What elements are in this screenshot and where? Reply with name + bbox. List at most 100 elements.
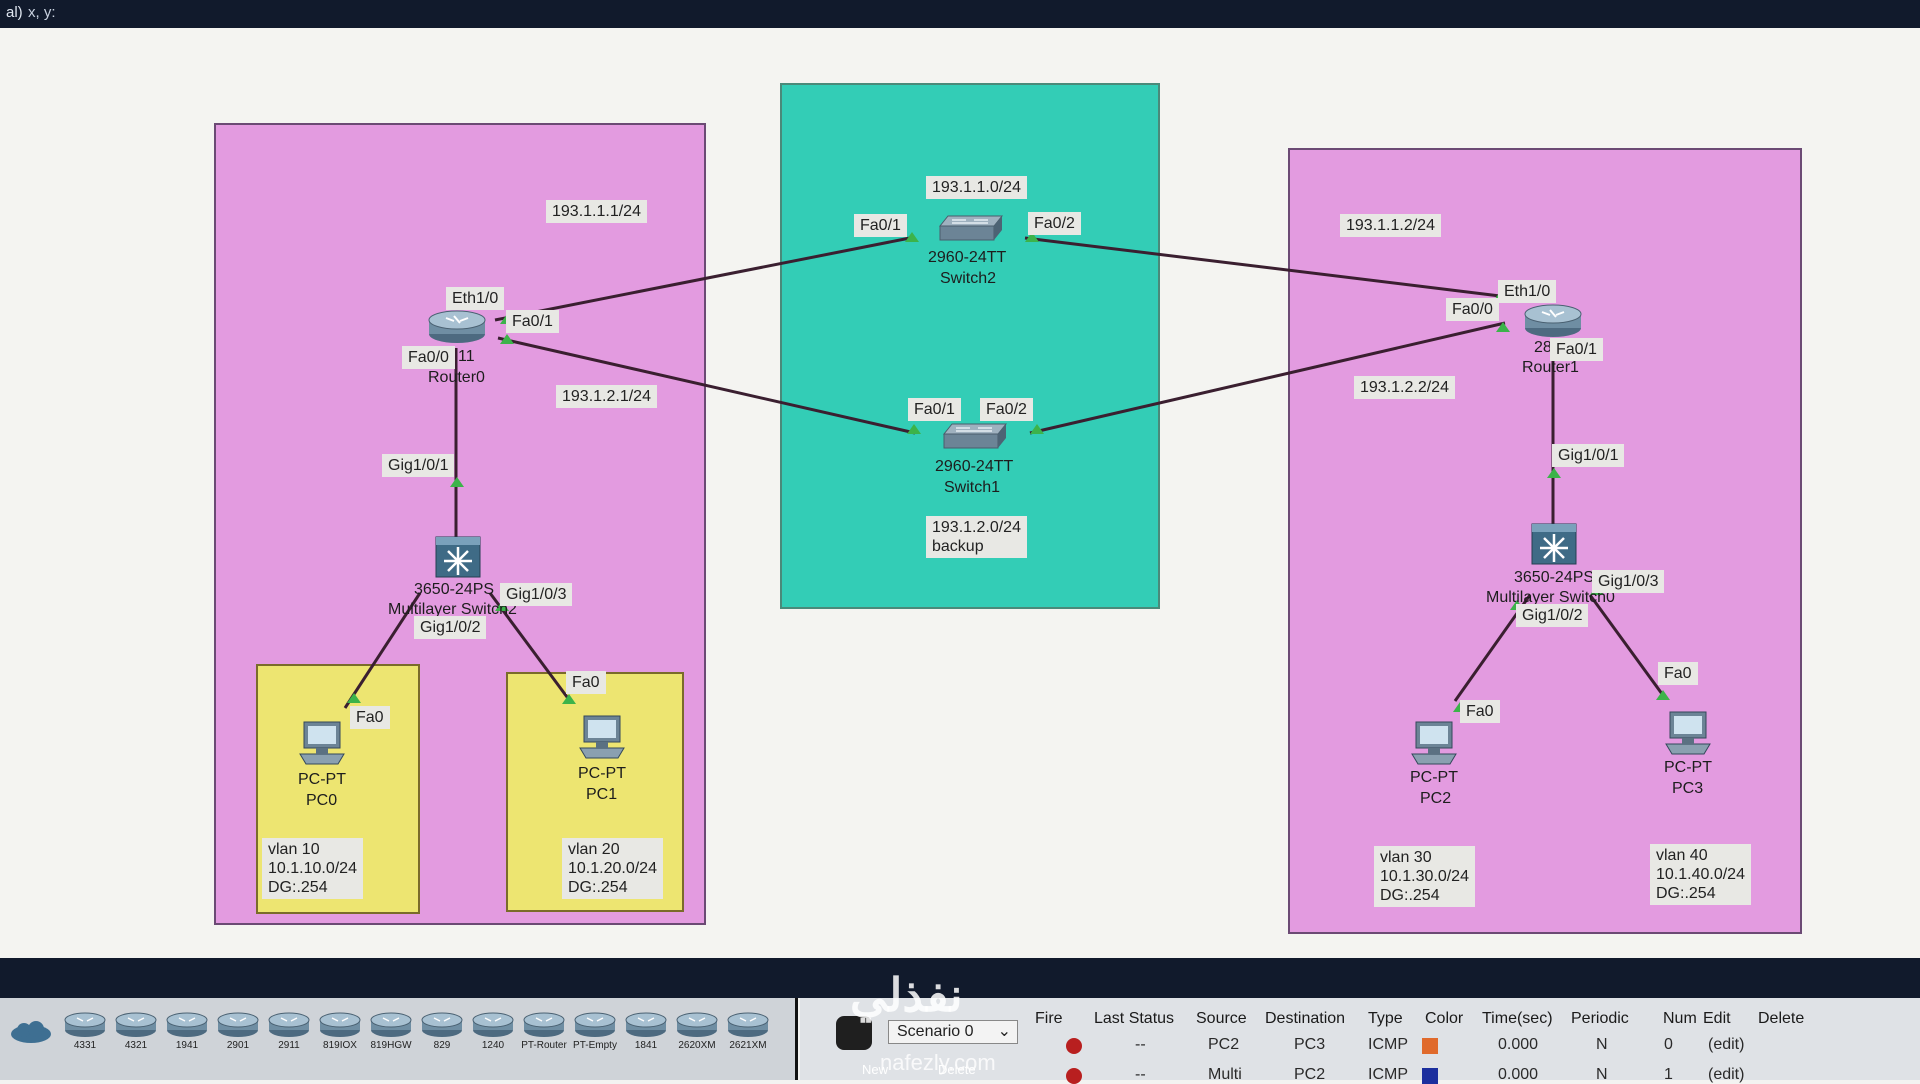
router-icon <box>421 1012 463 1037</box>
backup-note[interactable]: 193.1.2.0/24 backup <box>926 516 1027 558</box>
pdu-cell: 1 <box>1664 1066 1673 1083</box>
router-icon <box>217 1012 259 1037</box>
port-label: Gig1/0/1 <box>1552 444 1625 467</box>
delete-scenario-button[interactable]: Delete <box>938 1062 976 1077</box>
pdu-column-header[interactable]: Color <box>1425 1010 1464 1027</box>
coordinate-readout: x, y: <box>28 4 56 21</box>
router1-model: 28 <box>1534 339 1552 356</box>
pdu-column-header[interactable]: Last Status <box>1094 1010 1175 1027</box>
pdu-cell: PC2 <box>1294 1066 1326 1083</box>
router-icon[interactable] <box>428 308 486 344</box>
router-icon <box>625 1012 667 1037</box>
port-label: Fa0/2 <box>1028 212 1081 235</box>
vlan-note[interactable]: vlan 10 10.1.10.0/24 DG:.254 <box>262 838 363 899</box>
multilayer-switch-icon[interactable] <box>434 533 482 579</box>
pdu-column-header[interactable]: Source <box>1196 1010 1247 1027</box>
pdu-column-header[interactable]: Destination <box>1265 1010 1346 1027</box>
port-label: Gig1/0/3 <box>500 583 573 606</box>
vlan-note[interactable]: vlan 20 10.1.20.0/24 DG:.254 <box>562 838 663 899</box>
device-model-label: 2621XM <box>729 1040 767 1051</box>
pdu-cell: PC3 <box>1294 1036 1326 1053</box>
pdu-edit-link[interactable]: (edit) <box>1708 1036 1745 1053</box>
device-model-button[interactable]: 2911 <box>266 1010 312 1054</box>
port-label: Fa0/1 <box>854 214 907 237</box>
link-r0-sw1 <box>497 336 916 435</box>
device-model-button[interactable]: 1240 <box>470 1010 516 1054</box>
pc3-model: PC-PT <box>1664 759 1712 776</box>
link-status-icon <box>347 693 361 703</box>
device-model-button[interactable]: PT-Router <box>521 1010 567 1054</box>
link-ms0-pc0 <box>343 592 422 709</box>
switch-icon[interactable] <box>938 214 1004 244</box>
port-label: Eth1/0 <box>1498 280 1557 303</box>
device-model-button[interactable]: 2621XM <box>725 1010 771 1054</box>
pdu-color-swatch <box>1422 1038 1438 1054</box>
pc-icon[interactable] <box>1410 720 1458 766</box>
router0-model: 11 <box>458 348 475 365</box>
port-label: Gig1/0/3 <box>1592 570 1665 593</box>
device-model-button[interactable]: PT-Empty <box>572 1010 618 1054</box>
switch2-model: 2960-24TT <box>928 249 1007 266</box>
watermark-domain: nafezly.com <box>880 1050 996 1075</box>
cloud-icon[interactable] <box>8 1020 54 1044</box>
port-label: Gig1/0/1 <box>382 454 455 477</box>
device-model-label: PT-Router <box>521 1040 567 1051</box>
pdu-edit-link[interactable]: (edit) <box>1708 1066 1745 1083</box>
device-model-button[interactable]: 819HGW <box>368 1010 414 1054</box>
switch-icon[interactable] <box>942 422 1008 452</box>
network-label[interactable]: 193.1.2.1/24 <box>556 385 657 408</box>
network-label[interactable]: 193.1.1.1/24 <box>546 200 647 223</box>
router-icon <box>676 1012 718 1037</box>
realtime-toggle-button[interactable] <box>836 1016 872 1050</box>
device-model-button[interactable]: 829 <box>419 1010 465 1054</box>
device-model-button[interactable]: 819IOX <box>317 1010 363 1054</box>
device-model-button[interactable]: 2620XM <box>674 1010 720 1054</box>
router-icon <box>472 1012 514 1037</box>
pc-icon[interactable] <box>578 714 626 760</box>
router-icon <box>166 1012 208 1037</box>
link-sw1-r1 <box>1029 321 1506 435</box>
pc-icon[interactable] <box>298 720 346 766</box>
pdu-cell: ICMP <box>1368 1066 1408 1083</box>
pdu-column-header[interactable]: Edit <box>1703 1010 1731 1027</box>
new-scenario-button[interactable]: New <box>862 1062 889 1077</box>
pdu-cell: 0.000 <box>1498 1036 1539 1053</box>
pc-icon[interactable] <box>1664 710 1712 756</box>
device-model-label: 4331 <box>73 1040 97 1051</box>
fire-status-icon[interactable] <box>1066 1068 1082 1084</box>
router-icon[interactable] <box>1524 302 1582 338</box>
logical-workspace[interactable]: 11 Router0 28 Router1 2960-24TT Switch2 … <box>0 28 1920 977</box>
multilayer-switch-icon[interactable] <box>1530 520 1578 566</box>
router-icon <box>727 1012 769 1037</box>
pdu-column-header[interactable]: Fire <box>1035 1010 1063 1027</box>
device-model-button[interactable]: 1841 <box>623 1010 669 1054</box>
network-label[interactable]: 193.1.2.2/24 <box>1354 376 1455 399</box>
link-status-icon <box>495 601 509 611</box>
scenario-select[interactable]: Scenario 0 ⌄ <box>888 1020 1018 1044</box>
device-model-label: 819HGW <box>370 1040 412 1051</box>
pdu-column-header[interactable]: Periodic <box>1571 1010 1629 1027</box>
pdu-column-header[interactable]: Num <box>1663 1010 1697 1027</box>
device-model-label: PT-Empty <box>573 1040 617 1051</box>
top-status-bar: al) x, y: <box>0 0 1920 28</box>
device-model-button[interactable]: 4321 <box>113 1010 159 1054</box>
pdu-column-header[interactable]: Delete <box>1758 1010 1805 1027</box>
network-label[interactable]: 193.1.1.2/24 <box>1340 214 1441 237</box>
device-model-button[interactable]: 1941 <box>164 1010 210 1054</box>
network-label[interactable]: 193.1.1.0/24 <box>926 176 1027 199</box>
mode-indicator: al) <box>6 4 23 21</box>
port-label: Fa0/1 <box>908 398 961 421</box>
device-model-label: 829 <box>433 1040 451 1051</box>
mls1-name: Multilayer Switch0 <box>1486 589 1615 606</box>
device-type-bar <box>0 998 798 1080</box>
pdu-column-header[interactable]: Type <box>1368 1010 1403 1027</box>
fire-status-icon[interactable] <box>1066 1038 1082 1054</box>
pdu-column-header[interactable]: Time(sec) <box>1482 1010 1553 1027</box>
vlan-note[interactable]: vlan 40 10.1.40.0/24 DG:.254 <box>1650 844 1751 905</box>
chevron-down-icon: ⌄ <box>997 1023 1011 1040</box>
device-model-button[interactable]: 4331 <box>62 1010 108 1054</box>
device-model-label: 2911 <box>278 1040 300 1051</box>
vlan-note[interactable]: vlan 30 10.1.30.0/24 DG:.254 <box>1374 846 1475 907</box>
switch2-name: Switch2 <box>940 270 997 287</box>
device-model-button[interactable]: 2901 <box>215 1010 261 1054</box>
